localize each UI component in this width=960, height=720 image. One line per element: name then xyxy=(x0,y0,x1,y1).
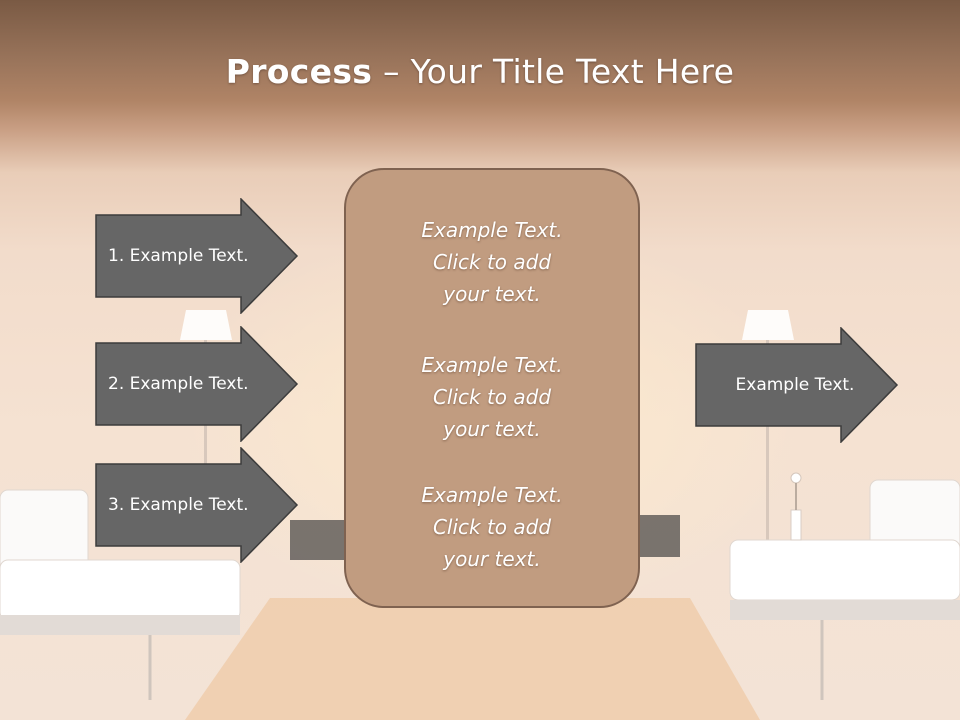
center-block-2-line2: Click to add xyxy=(432,385,552,409)
center-block-3: Example Text. Click to add your text. xyxy=(346,479,638,575)
left-arrow-3[interactable]: 3. Example Text. xyxy=(95,447,299,563)
arrow-shape-icon xyxy=(95,326,299,442)
center-block-1-line3: your text. xyxy=(443,282,541,306)
center-block-2: Example Text. Click to add your text. xyxy=(346,349,638,445)
left-arrow-3-label: 3. Example Text. xyxy=(108,495,249,515)
right-arrow-label: Example Text. xyxy=(735,375,855,395)
center-block-2-line1: Example Text. xyxy=(421,353,563,377)
center-text-box[interactable]: Example Text. Click to add your text. Ex… xyxy=(344,168,640,608)
right-arrow[interactable]: Example Text. xyxy=(695,327,899,443)
arrow-shape-icon xyxy=(695,327,899,443)
title-bold: Process xyxy=(225,52,373,91)
arrow-shape-icon xyxy=(95,447,299,563)
arrow-shape-icon xyxy=(95,198,299,314)
center-block-1-line2: Click to add xyxy=(432,250,552,274)
left-arrow-1-label: 1. Example Text. xyxy=(108,246,249,266)
center-block-1: Example Text. Click to add your text. xyxy=(346,214,638,310)
center-block-1-line1: Example Text. xyxy=(421,218,563,242)
left-arrow-2[interactable]: 2. Example Text. xyxy=(95,326,299,442)
left-arrow-2-label: 2. Example Text. xyxy=(108,374,249,394)
slide-title: Process – Your Title Text Here xyxy=(0,52,960,91)
left-arrow-1[interactable]: 1. Example Text. xyxy=(95,198,299,314)
center-block-3-line1: Example Text. xyxy=(421,483,563,507)
center-block-2-line3: your text. xyxy=(443,417,541,441)
center-block-3-line2: Click to add xyxy=(432,515,552,539)
title-rest: – Your Title Text Here xyxy=(372,52,735,91)
center-block-3-line3: your text. xyxy=(443,547,541,571)
